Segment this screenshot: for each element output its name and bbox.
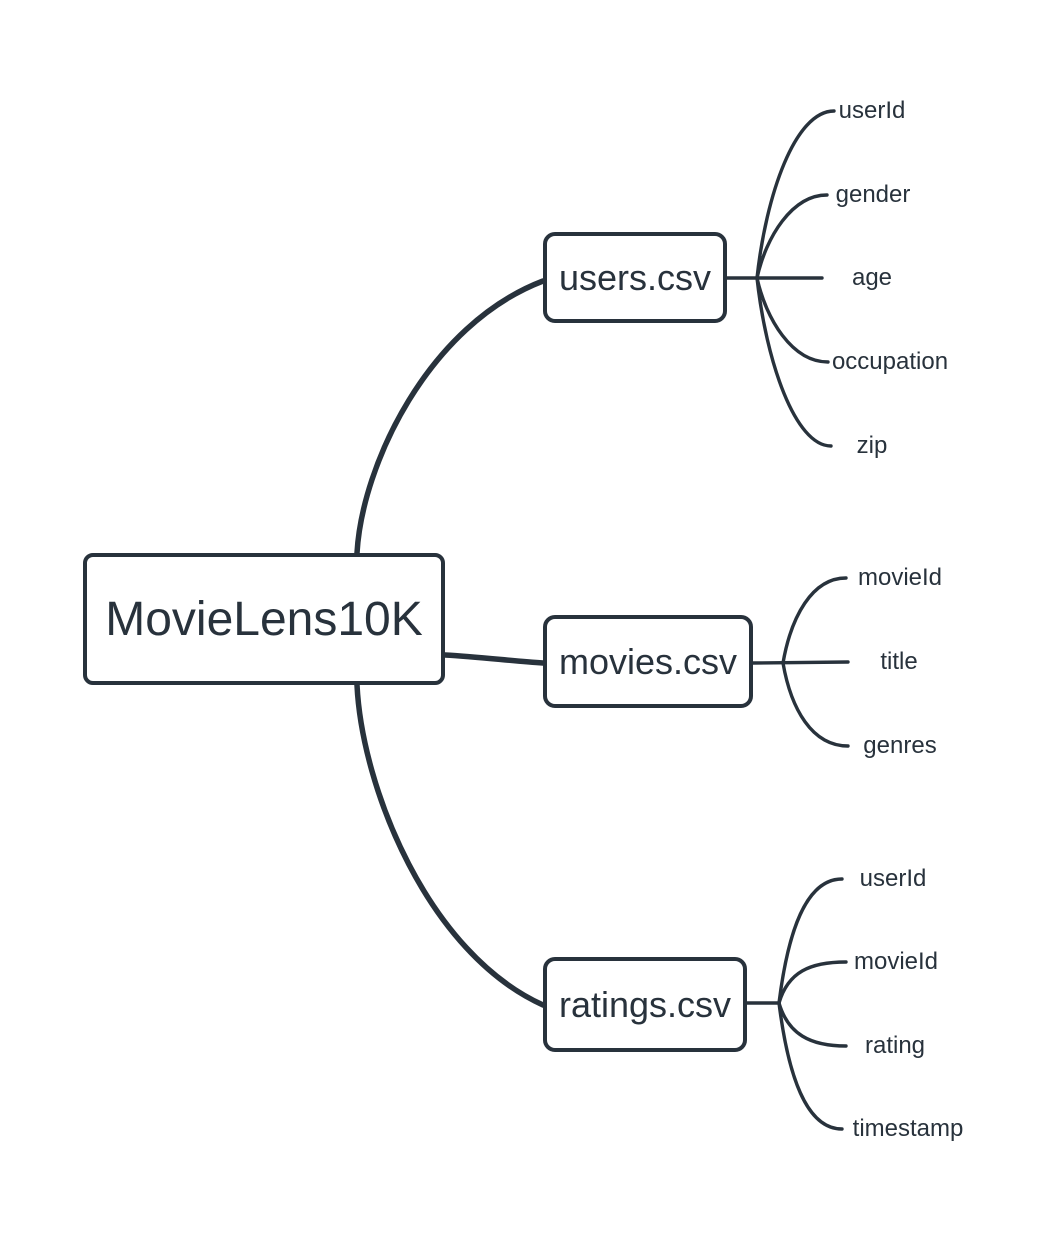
- edge-root-to-ratings-csv: [354, 682, 546, 1008]
- node-root-movielens10k: MovieLens10K: [83, 553, 445, 685]
- node-users-csv: users.csv: [543, 232, 727, 323]
- edge-ratings-csv-to-userid: [777, 877, 844, 1005]
- leaf-ratings-movieid: movieId: [853, 947, 939, 975]
- leaf-users-zip: zip: [856, 431, 888, 459]
- edge-users-csv-to-userid: [755, 109, 836, 280]
- node-ratings-csv: ratings.csv: [543, 957, 747, 1052]
- leaf-movies-genres: genres: [863, 731, 937, 759]
- edge-users-csv-to-gender: [755, 193, 829, 280]
- edge-root-to-movies-csv: [442, 652, 546, 666]
- leaf-ratings-timestamp: timestamp: [852, 1114, 964, 1142]
- users-csv-label: users.csv: [558, 256, 712, 298]
- leaf-users-age: age: [851, 263, 893, 291]
- edge-ratings-csv-to-rating: [777, 1001, 848, 1048]
- edge-movies-csv-to-title: [751, 660, 850, 665]
- leaf-users-occupation: occupation: [831, 347, 949, 375]
- leaf-ratings-userid: userId: [859, 864, 927, 892]
- leaf-movies-title: title: [880, 647, 918, 675]
- edge-users-csv-to-occupation: [755, 276, 830, 364]
- edge-root-to-users-csv: [354, 278, 546, 556]
- leaf-ratings-rating: rating: [864, 1031, 926, 1059]
- edge-movies-csv-to-genres: [781, 661, 850, 748]
- root-label: MovieLens10K: [105, 592, 423, 646]
- edge-movies-csv-to-movieid: [781, 576, 848, 665]
- leaf-movies-movieid: movieId: [857, 563, 943, 591]
- node-movies-csv: movies.csv: [543, 615, 753, 708]
- leaf-users-userid: userId: [838, 96, 906, 124]
- movies-csv-label: movies.csv: [558, 640, 738, 682]
- leaf-users-gender: gender: [835, 180, 911, 208]
- edge-users-csv-to-zip: [755, 276, 833, 448]
- ratings-csv-label: ratings.csv: [558, 983, 732, 1025]
- edge-ratings-csv-to-movieid: [777, 960, 848, 1005]
- edge-ratings-csv-to-timestamp: [777, 1001, 844, 1131]
